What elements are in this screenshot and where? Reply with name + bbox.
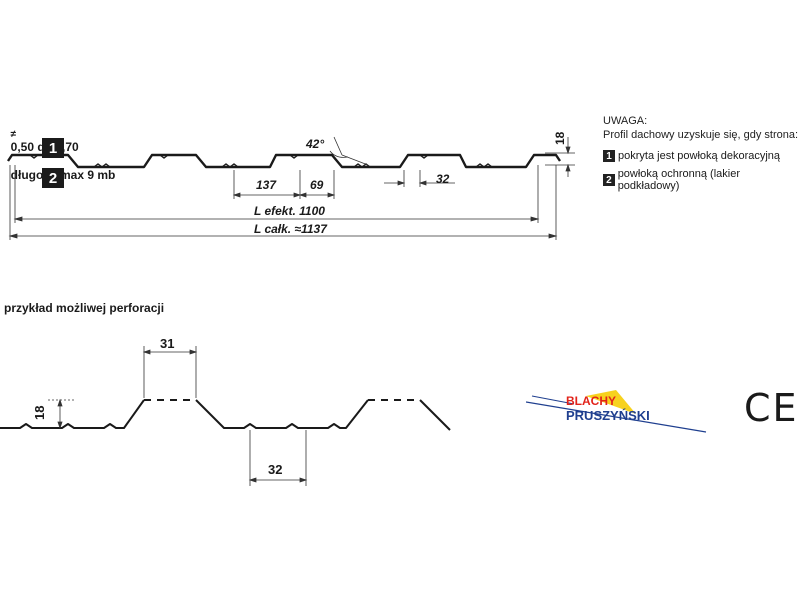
side-marker-2: 2 <box>42 168 64 188</box>
dim-32: 32 <box>436 172 450 186</box>
height-label: 18 <box>553 131 567 145</box>
ce-mark: CE <box>744 386 799 430</box>
perforation-title: przykład możliwej perforacji <box>4 301 165 315</box>
note-block: UWAGA: Profil dachowy uzyskuje się, gdy … <box>603 115 800 192</box>
note-intro: Profil dachowy uzyskuje się, gdy strona: <box>603 129 799 141</box>
note-title: UWAGA: <box>603 115 648 127</box>
side-marker-badge: 1 <box>603 150 615 162</box>
dim-l-calk: L całk. ≈1137 <box>254 222 328 236</box>
side-marker-1: 1 <box>42 138 64 158</box>
note-item-text: powłoką ochronną (lakier podkładowy) <box>617 168 740 192</box>
trough-corrugations <box>29 154 493 168</box>
perforation-drawing: 31 18 32 <box>0 336 451 486</box>
angle-label: 42° <box>305 137 324 151</box>
note-item-1: 1 pokryta jest powłoką dekoracyjną <box>603 150 800 162</box>
perf-dim-bottom: 32 <box>268 462 282 477</box>
dim-69: 69 <box>310 178 324 192</box>
dim-137: 137 <box>256 178 277 192</box>
brand-line-2: PRUSZYŃSKI <box>566 408 650 423</box>
profile-line <box>7 153 561 169</box>
dim-l-efekt: L efekt. 1100 <box>254 204 325 218</box>
perf-dim-height: 18 <box>32 406 47 420</box>
brand-line-1: BLACHY <box>566 394 616 408</box>
note-item-2: 2 powłoką ochronną (lakier podkładowy) <box>603 168 800 192</box>
brand-logo: BLACHY PRUSZYŃSKI <box>526 388 712 434</box>
side-marker-badge: 2 <box>603 174 615 186</box>
brand-logo-graphic <box>526 390 707 433</box>
thickness-symbol: ≠ <box>10 129 17 140</box>
perf-dim-top: 31 <box>160 336 174 351</box>
perforation-profile <box>0 399 451 431</box>
roof-profile-drawing: 137 69 32 L efekt. 1100 L całk. ≈1137 42… <box>7 131 575 240</box>
note-item-text: pokryta jest powłoką dekoracyjną <box>618 150 781 162</box>
